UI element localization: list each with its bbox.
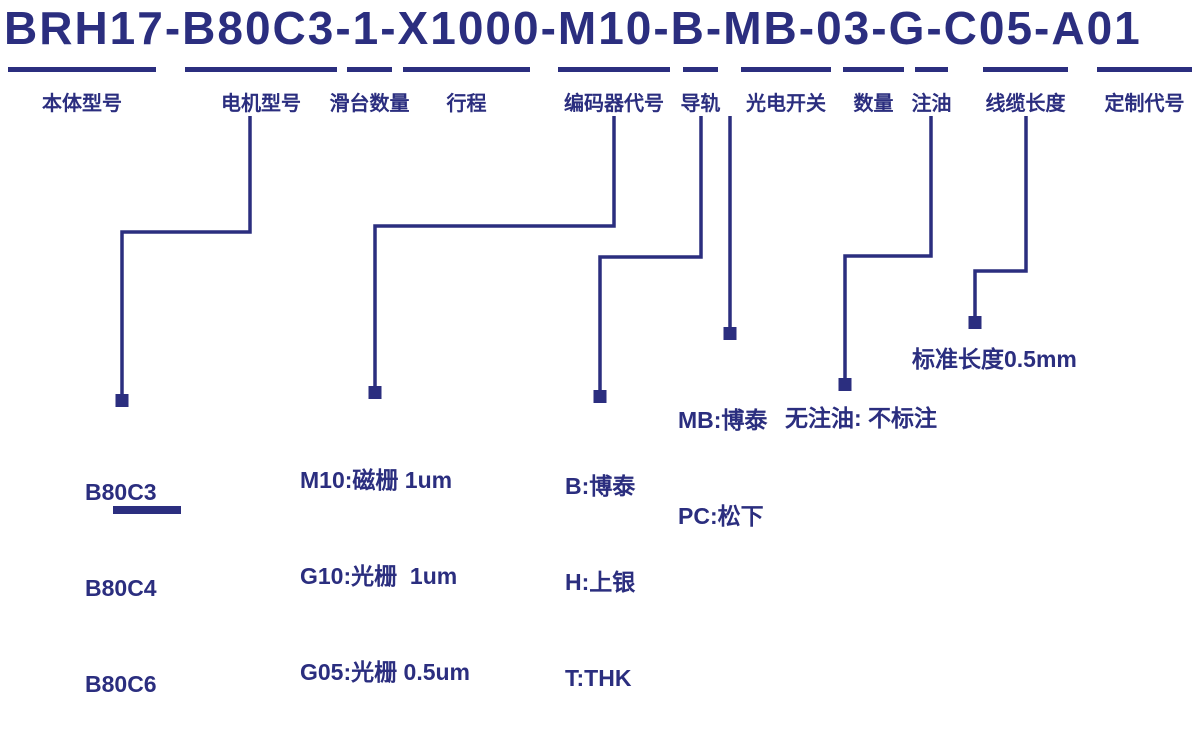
cropped-bottom-underline <box>113 506 181 514</box>
field-label-cable-length: 线缆长度 <box>985 93 1066 115</box>
field-label-slide-qty: 滑台数量 <box>329 93 410 115</box>
field-encoder: 编码器代号 <box>558 67 670 115</box>
oil-note: 无注油: 不标注 <box>785 405 938 431</box>
rail-option: B:博泰 <box>565 473 636 499</box>
field-label-encoder: 编码器代号 <box>564 93 664 115</box>
field-label-stroke: 行程 <box>446 93 487 115</box>
model-number-title: BRH17-B80C3-1-X1000-M10-B-MB-03-G-C05-A0… <box>4 2 1142 54</box>
field-oil: 注油 <box>912 67 952 115</box>
field-label-qty: 数量 <box>853 93 894 115</box>
switch-option: MB:博泰 <box>678 407 768 433</box>
field-photo-switch: 光电开关 <box>741 67 831 115</box>
field-label-rail: 导轨 <box>680 93 721 115</box>
underline-rail <box>683 67 718 72</box>
switch-option: PC:松下 <box>678 503 764 529</box>
underline-qty <box>843 67 904 72</box>
motor-option: B80C6 <box>85 671 157 697</box>
cable-note: 标准长度0.5mm <box>912 346 1077 372</box>
end-marker-motor <box>115 394 129 407</box>
underline-cable-length <box>983 67 1068 72</box>
motor-option: B80C4 <box>85 575 157 601</box>
encoder-option: M10:磁栅 1um <box>300 467 453 493</box>
field-label-custom-code: 定制代号 <box>1104 93 1185 115</box>
rail-option: H:上银 <box>565 569 636 595</box>
end-marker-cable <box>968 316 982 329</box>
underline-photo-switch <box>741 67 831 72</box>
field-custom-code: 定制代号 <box>1097 67 1192 115</box>
field-slide-qty: 滑台数量 <box>330 67 410 115</box>
motor-option: B80C3 <box>85 479 157 505</box>
field-label-body-model: 本体型号 <box>42 93 122 115</box>
model-code-diagram-page: { "colors": { "ink": "#2b2e7f", "backgro… <box>4 2 1192 697</box>
end-marker-switch <box>723 327 737 340</box>
field-motor-model: 电机型号 <box>185 67 337 115</box>
lead-line-cable <box>973 116 1028 318</box>
switch-options-list: MB:博泰 PC:松下 <box>678 340 767 564</box>
encoder-options-list: M10:磁栅 1um G10:光栅 1um G05:光栅 0.5um <box>300 400 470 720</box>
field-label-motor-model: 电机型号 <box>221 93 301 115</box>
underline-custom-code <box>1097 67 1192 72</box>
lead-line-motor <box>120 116 252 396</box>
rail-option: T:THK <box>565 665 632 691</box>
field-label-oil: 注油 <box>911 93 952 115</box>
rail-options-list: B:博泰 H:上银 T:THK <box>565 406 635 726</box>
field-rail: 导轨 <box>680 67 721 115</box>
end-marker-rail <box>593 390 607 403</box>
encoder-option: G05:光栅 0.5um <box>300 659 470 685</box>
underline-oil <box>915 67 948 72</box>
underline-motor-model <box>185 67 337 72</box>
underline-slide-qty <box>347 67 392 72</box>
motor-options-list: B80C3 B80C4 B80C6 <box>85 412 157 732</box>
underline-stroke <box>403 67 530 72</box>
field-body-model: 本体型号 <box>8 67 156 115</box>
underline-encoder <box>558 67 670 72</box>
underline-body-model <box>8 67 156 72</box>
field-stroke: 行程 <box>403 67 530 115</box>
end-marker-oil <box>838 378 852 391</box>
end-marker-encoder <box>368 386 382 399</box>
field-qty: 数量 <box>843 67 904 115</box>
encoder-option: G10:光栅 1um <box>300 563 458 589</box>
lead-line-encoder <box>373 116 616 388</box>
field-label-photo-switch: 光电开关 <box>746 93 826 115</box>
field-cable-length: 线缆长度 <box>983 67 1068 115</box>
